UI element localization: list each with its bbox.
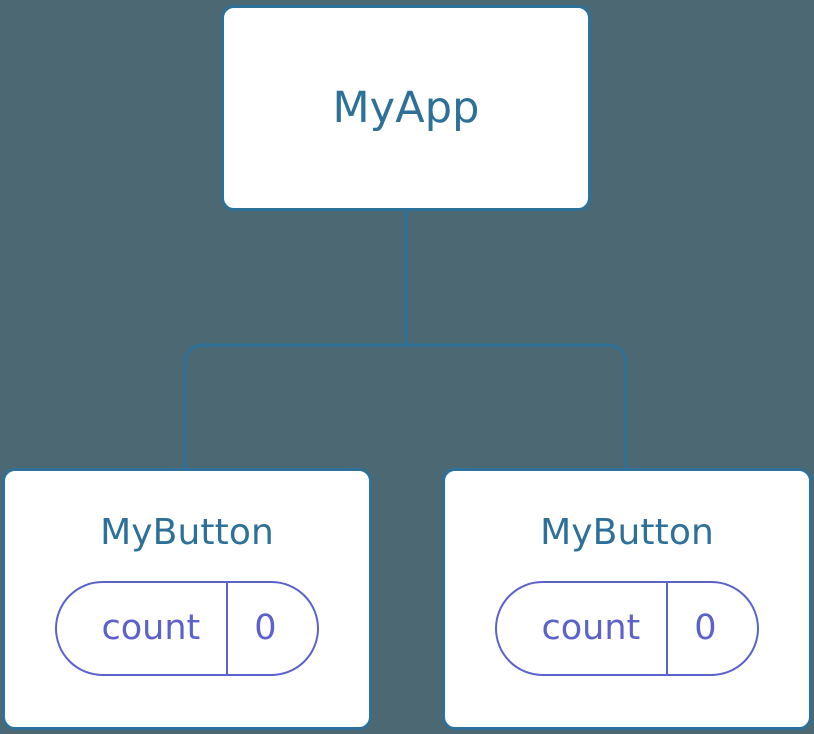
node-title: MyButton xyxy=(540,512,714,553)
state-key-label: count xyxy=(101,608,201,648)
state-value: 0 xyxy=(254,608,277,648)
node-title: MyApp xyxy=(332,82,480,133)
node-myapp[interactable]: MyApp xyxy=(221,5,591,211)
state-key-label: count xyxy=(541,608,641,648)
state-divider xyxy=(226,583,229,674)
node-title: MyButton xyxy=(100,512,274,553)
connector-branch-left xyxy=(183,343,406,468)
state-capsule[interactable]: count 0 xyxy=(495,581,759,676)
state-divider xyxy=(666,583,669,674)
state-capsule[interactable]: count 0 xyxy=(55,581,319,676)
node-mybutton-2[interactable]: MyButton count 0 xyxy=(442,468,812,730)
state-value: 0 xyxy=(694,608,717,648)
node-mybutton-1[interactable]: MyButton count 0 xyxy=(2,468,372,730)
connector-branch-right xyxy=(406,343,628,468)
